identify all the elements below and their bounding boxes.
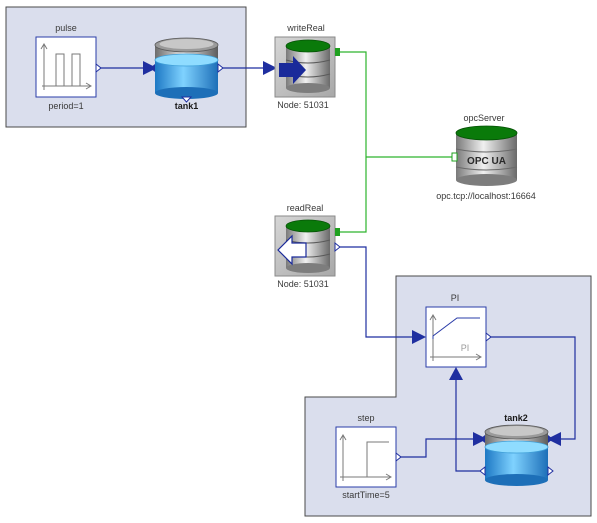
link-readreal-pi xyxy=(340,246,424,338)
tank1-name: tank1 xyxy=(175,101,199,111)
arrow-into-writereal xyxy=(263,61,277,75)
opcserver-port[interactable] xyxy=(451,152,458,162)
arrow-into-pi-bottom xyxy=(449,367,463,380)
pi-block[interactable]: PI PI xyxy=(425,293,492,368)
opcserver-block[interactable]: opcServer OPC UA opc.tcp://localhost:166… xyxy=(436,113,536,201)
readreal-node: Node: 51031 xyxy=(277,279,329,289)
pulse-name: pulse xyxy=(55,23,77,33)
pi-controller-icon xyxy=(429,314,482,361)
readreal-name: readReal xyxy=(287,203,324,213)
writereal-block[interactable]: writeReal Node: 51031 xyxy=(274,23,340,110)
step-frame xyxy=(335,426,397,488)
pulse-icon xyxy=(40,43,92,90)
step-name: step xyxy=(357,413,374,423)
opc-server-icon xyxy=(455,125,518,186)
arrow-into-tank2-right xyxy=(547,432,561,446)
tank2-out-port-right[interactable] xyxy=(547,465,554,477)
step-out-port[interactable] xyxy=(395,451,402,463)
step-block[interactable]: step startTime=5 xyxy=(335,413,402,500)
tank2-in-port-right[interactable] xyxy=(548,435,553,443)
database-write-icon xyxy=(279,39,331,93)
pi-name: PI xyxy=(451,293,460,303)
database-read-icon xyxy=(277,219,331,273)
pulse-block[interactable]: pulse period=1 xyxy=(35,23,102,111)
pulse-param: period=1 xyxy=(48,101,83,111)
tank1-bottom-port[interactable] xyxy=(180,96,193,103)
pulse-out-port[interactable] xyxy=(95,62,102,74)
tank1-in-port[interactable] xyxy=(150,64,155,72)
tank2-out-port-left[interactable] xyxy=(479,465,486,477)
tank-icon xyxy=(154,37,219,99)
pi-out-port[interactable] xyxy=(485,331,492,343)
link-pi-tank2 xyxy=(489,336,576,440)
tank-icon xyxy=(484,424,549,486)
readreal-opc-port[interactable] xyxy=(335,228,340,236)
tank2-in-port-left[interactable] xyxy=(480,435,485,443)
step-param: startTime=5 xyxy=(342,490,389,500)
tank1-block[interactable]: tank1 xyxy=(150,37,224,111)
readreal-out-port[interactable] xyxy=(334,241,341,253)
opc-bus xyxy=(340,51,456,233)
writereal-name: writeReal xyxy=(286,23,325,33)
arrow-into-pi xyxy=(412,330,426,344)
tank2-name: tank2 xyxy=(504,413,528,423)
pi-frame xyxy=(425,306,487,368)
opcserver-name: opcServer xyxy=(463,113,504,123)
tank2-block[interactable]: tank2 xyxy=(479,413,554,486)
opcserver-inner-label: OPC UA xyxy=(467,156,506,167)
connections xyxy=(100,51,576,472)
tank1-out-port[interactable] xyxy=(217,62,224,74)
writereal-node: Node: 51031 xyxy=(277,100,329,110)
step-icon xyxy=(339,434,392,481)
pi-inner-label: PI xyxy=(461,343,470,353)
opcserver-address: opc.tcp://localhost:16664 xyxy=(436,191,536,201)
link-tank2-pi xyxy=(455,380,485,472)
readreal-block[interactable]: readReal Node: 51031 xyxy=(274,203,341,289)
writereal-opc-port[interactable] xyxy=(335,48,340,56)
